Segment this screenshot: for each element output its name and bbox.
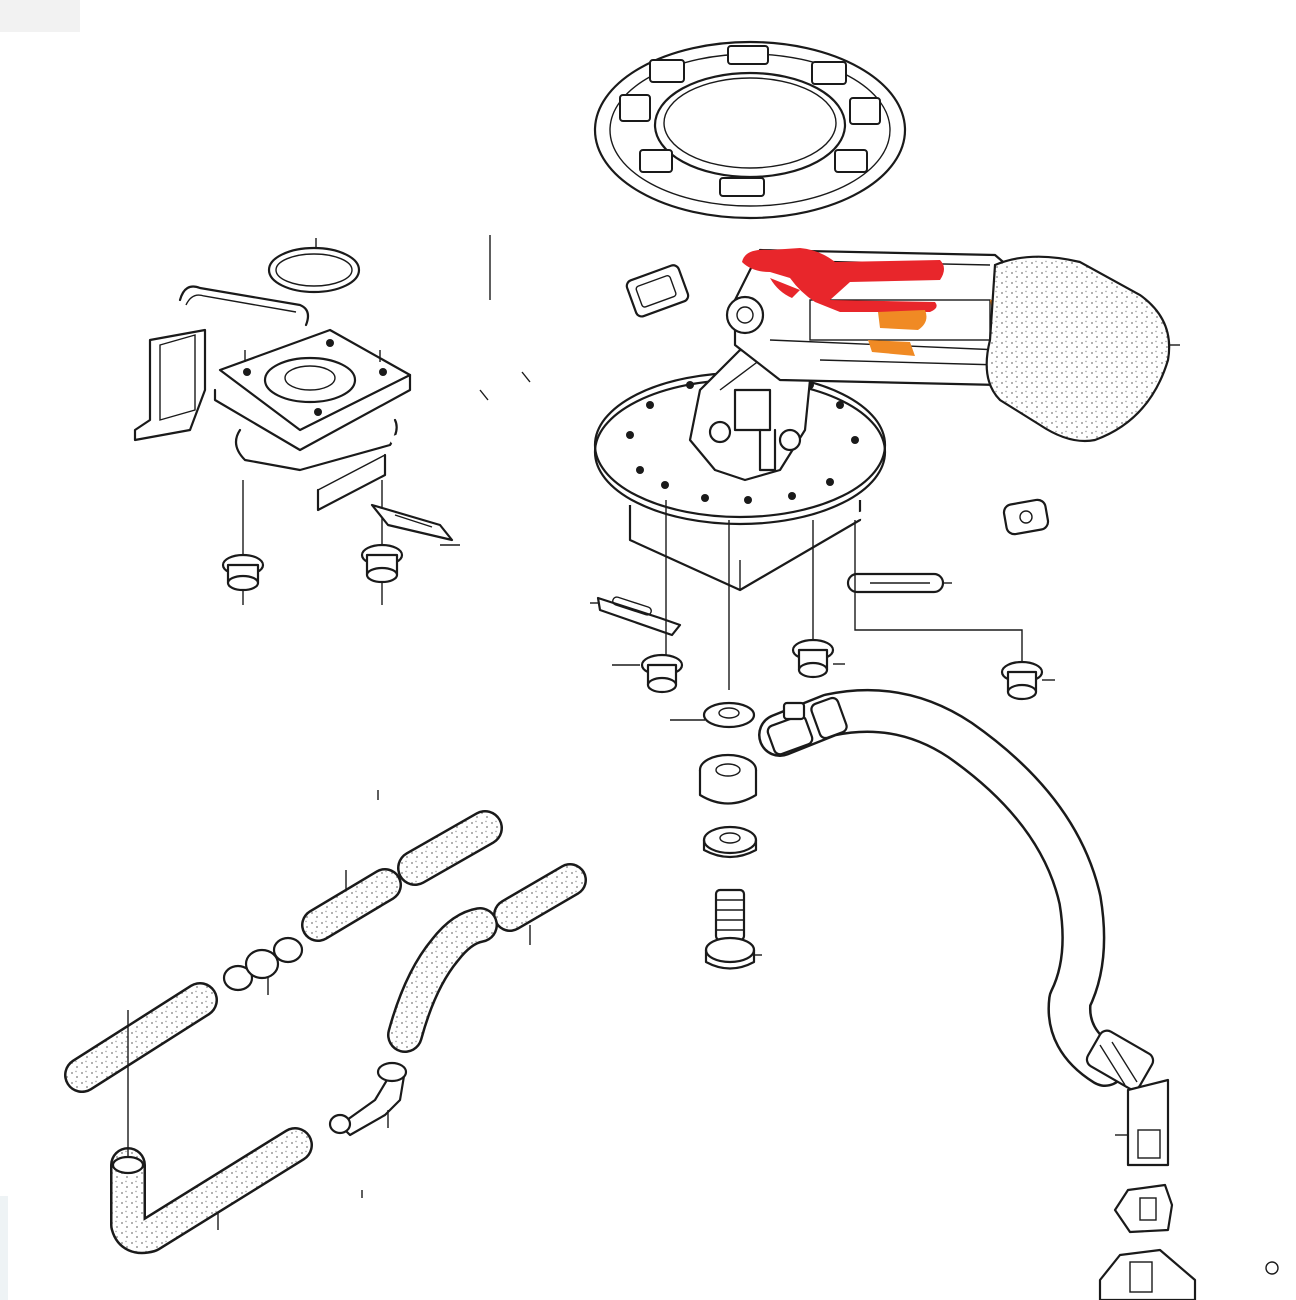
- connector-retainer: [1098, 1248, 1279, 1300]
- lock-ring: [593, 40, 907, 220]
- breather-hose-long: [64, 982, 218, 1093]
- edge-strip: [0, 1196, 8, 1300]
- pump-bracket: [688, 348, 812, 482]
- fuel-gauge-sender: [133, 285, 412, 472]
- corner-tab: [0, 0, 80, 32]
- fuel-feed-hose: [758, 688, 1127, 1087]
- pump-nut-1: [612, 500, 684, 694]
- hose-quick-connector: [1085, 1029, 1170, 1167]
- hose-joint: [222, 936, 304, 995]
- fuel-strainer: [985, 255, 1180, 443]
- banjo-bolt: [704, 888, 762, 970]
- pump-ground-terminal: [846, 572, 952, 594]
- gauge-bracket: [316, 453, 387, 512]
- sender-wire-harness: [390, 264, 690, 445]
- breather-hose-short-b: [301, 868, 402, 942]
- gasket-o-ring: [267, 238, 361, 294]
- leader-lines: [377, 235, 491, 800]
- breather-hose-bent: [387, 907, 498, 1053]
- breather-hose-short-c: [493, 863, 587, 945]
- pump-wire-harness: [836, 491, 1050, 536]
- banjo-fitting: [698, 753, 758, 805]
- gauge-terminal-strap: [370, 503, 460, 546]
- pump-base-terminal-strap: [590, 596, 682, 637]
- banjo-washer-upper: [670, 520, 756, 729]
- gauge-nut-right: [360, 480, 404, 605]
- hose-elbow-joint: [328, 1061, 408, 1137]
- pump-nut-2: [791, 520, 845, 679]
- connector-clip: [1113, 1183, 1174, 1234]
- red-highlight-marking: [742, 248, 944, 312]
- gauge-nut-left: [221, 480, 265, 605]
- banjo-washer-lower: [702, 825, 758, 859]
- pump-nut-3: [854, 520, 1055, 701]
- breather-hose-l-shaped: [110, 1010, 363, 1255]
- breather-hose-short-a: [397, 810, 503, 886]
